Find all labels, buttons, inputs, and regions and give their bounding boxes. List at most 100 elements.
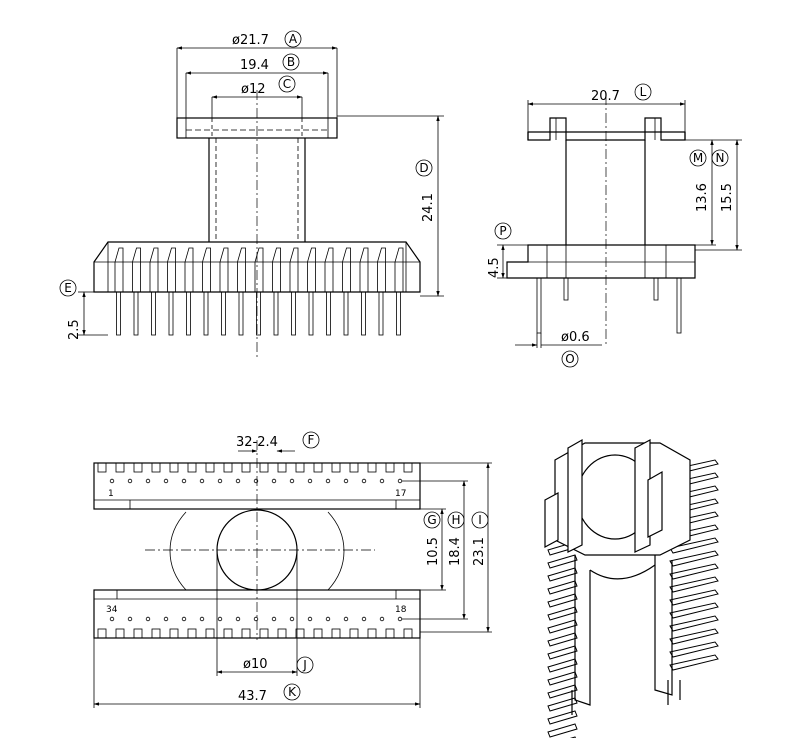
base-slot (342, 247, 351, 292)
pin-hole (127, 478, 133, 484)
pin (273, 291, 279, 336)
notch (349, 462, 359, 473)
pin (308, 291, 314, 336)
notch (259, 628, 269, 639)
notch (205, 462, 215, 473)
label-d: D (419, 161, 428, 175)
pin-hole (307, 478, 313, 484)
pin (361, 291, 366, 336)
fin (669, 602, 719, 619)
upper-notches (97, 462, 413, 473)
pin (168, 291, 174, 336)
lower-notches (97, 628, 413, 639)
base-slot (324, 247, 334, 292)
base-slot (377, 247, 386, 292)
notch (367, 628, 377, 639)
top-view: 1 17 34 18 32-2.4 F 10.5 18.4 23.1 G H I… (93, 431, 492, 708)
dim-i: 23.1 (472, 537, 487, 566)
upper-pin-holes (109, 478, 403, 484)
fin (547, 619, 578, 634)
label-j: J (302, 658, 307, 672)
fin (669, 628, 719, 645)
pin-hole (289, 478, 295, 484)
dim-pin-pitch: 32-2.4 (236, 435, 278, 450)
dim-side-base: 4.5 (487, 257, 502, 278)
notch (385, 628, 395, 639)
dim-length: 43.7 (238, 689, 267, 704)
base-slot (219, 247, 229, 292)
notch (97, 462, 107, 473)
fin (547, 645, 578, 660)
pin (203, 291, 209, 336)
pin-hole (343, 478, 349, 484)
base-slot (237, 247, 246, 292)
dim-core-diameter: ø12 (241, 82, 266, 97)
label-e: E (64, 281, 72, 295)
fin (669, 589, 719, 606)
fin (547, 632, 578, 647)
dim-side-width: 20.7 (591, 89, 620, 104)
fin (547, 658, 578, 673)
pin-hole (109, 616, 115, 622)
pin-hole (271, 478, 277, 484)
isometric-view (544, 438, 719, 738)
dim-height: 24.1 (421, 193, 436, 222)
notch (205, 628, 215, 639)
pin-label-18: 18 (395, 605, 407, 615)
notch (367, 462, 377, 473)
pin-hole (181, 478, 187, 484)
base-slots (114, 247, 404, 292)
dim-side-15-5: 15.5 (720, 183, 735, 212)
label-c: C (283, 77, 291, 91)
dim-flange-diameter: ø21.7 (232, 33, 269, 48)
pin (221, 291, 226, 336)
fin (547, 697, 578, 712)
pin (116, 291, 121, 336)
pin-hole (181, 616, 187, 622)
fin (547, 606, 578, 621)
pin (133, 291, 139, 336)
label-p: P (499, 224, 506, 238)
pin-hole (397, 478, 403, 484)
base-slot (359, 247, 369, 292)
pin (256, 291, 261, 336)
pin-hole (217, 616, 223, 622)
pin (326, 291, 331, 336)
pin-hole (235, 478, 241, 484)
notch (313, 462, 323, 473)
pin-hole (271, 616, 277, 622)
notch (151, 628, 161, 639)
notch (151, 462, 161, 473)
base-slot (254, 247, 264, 292)
notch (331, 462, 341, 473)
dim-h: 18.4 (448, 537, 463, 566)
side-view: 20.7 L 13.6 15.5 M N 4.5 P ø0.6 O (487, 83, 742, 368)
pin-hole (145, 478, 151, 484)
pin-label-34: 34 (106, 605, 118, 615)
pin-hole (361, 616, 367, 622)
notch (259, 462, 269, 473)
pin (396, 291, 401, 336)
notch (295, 462, 305, 473)
dim-side-13-6: 13.6 (695, 183, 710, 212)
label-a: A (289, 32, 298, 46)
label-m: M (693, 151, 703, 165)
dim-pin-length: 2.5 (67, 319, 82, 340)
notch (295, 628, 305, 639)
fin (547, 567, 578, 582)
pin-hole (199, 616, 205, 622)
label-k: K (288, 685, 297, 699)
notch (313, 628, 323, 639)
dim-19-4: 19.4 (240, 58, 269, 73)
fin (669, 615, 719, 632)
lower-pin-holes (109, 616, 403, 622)
fin (547, 684, 578, 699)
notch (115, 462, 125, 473)
label-o: O (565, 352, 574, 366)
fin (547, 593, 578, 608)
dim-bore: ø10 (243, 657, 268, 672)
pin (151, 291, 156, 336)
fin (669, 563, 719, 580)
pin-hole (235, 616, 241, 622)
label-b: B (287, 55, 295, 69)
